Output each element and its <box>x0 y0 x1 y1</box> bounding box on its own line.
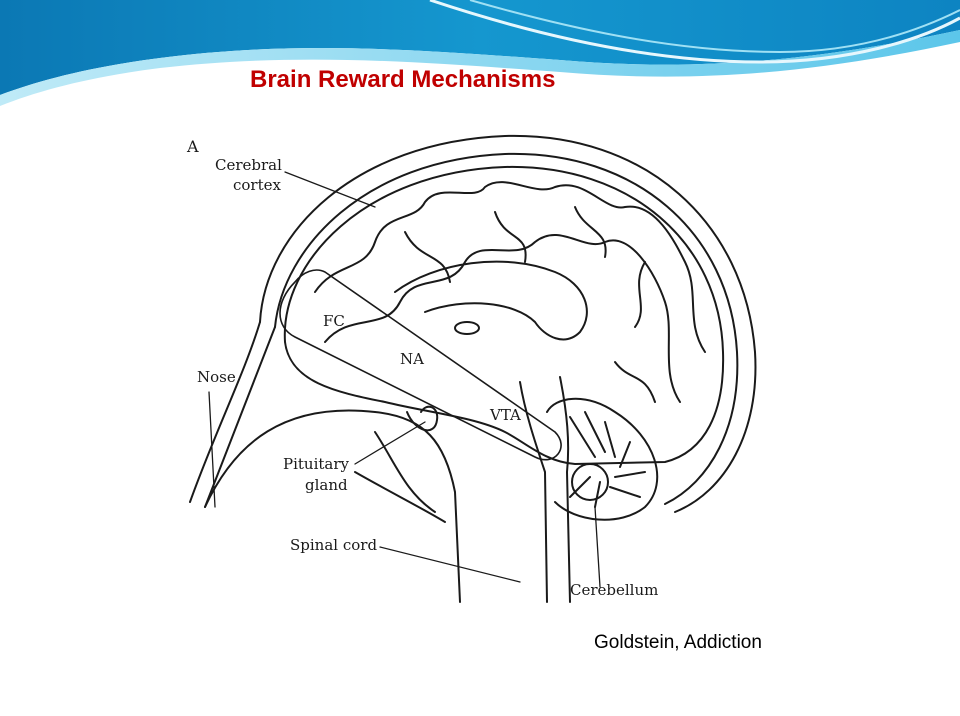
slide-title: Brain Reward Mechanisms <box>250 66 555 94</box>
pituitary <box>407 407 437 431</box>
label-vta: VTA <box>489 406 521 424</box>
brainstem <box>520 377 570 602</box>
cerebellum-core <box>572 464 608 500</box>
palate <box>355 432 445 522</box>
ventricle <box>455 322 479 334</box>
panel-letter: A <box>186 137 199 156</box>
label-pituitary-gland: Pituitary <box>283 455 350 473</box>
label-spinal-cord: Spinal cord <box>290 536 377 554</box>
cerebellum-outline <box>547 399 657 520</box>
label-cerebral-cortex: cortex <box>233 176 282 194</box>
nasal-passage <box>205 410 460 602</box>
label-nose: Nose <box>197 368 236 386</box>
corpus-callosum <box>395 262 587 340</box>
leader-line <box>285 172 375 207</box>
cortex-gyri <box>405 207 655 402</box>
label-na: NA <box>400 350 424 368</box>
cortex-gyri <box>325 235 680 402</box>
label-cerebellum: Cerebellum <box>570 581 658 599</box>
label-cerebral-cortex: Cerebral <box>215 156 282 174</box>
nose-cavity <box>190 322 275 507</box>
label-fc: FC <box>323 312 345 330</box>
brain-sagittal-diagram: A Cerebral cortex FC NA VTA Nose Pituita… <box>175 112 775 612</box>
leader-line <box>380 547 520 582</box>
label-pituitary-gland: gland <box>305 476 348 494</box>
figure-caption: Goldstein, Addiction <box>594 632 762 654</box>
